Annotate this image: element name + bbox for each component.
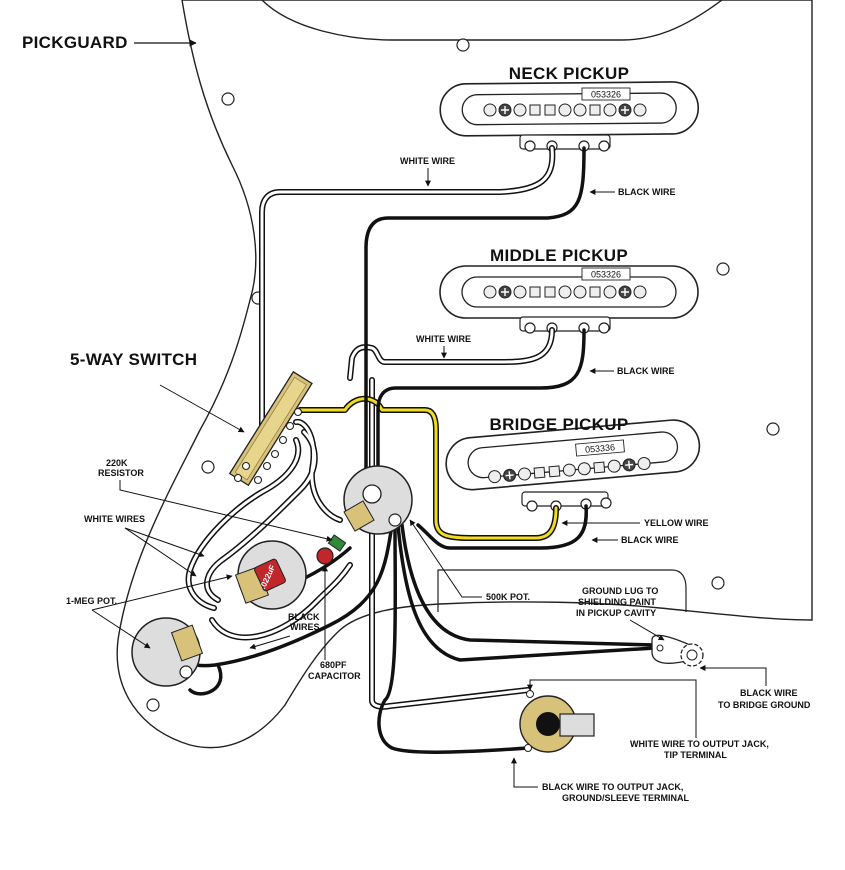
cavity-step — [437, 569, 687, 612]
middle-pickup-title: MIDDLE PICKUP — [490, 246, 628, 265]
black-wires-label-2: WIRES — [290, 622, 320, 632]
bridge-yellow-wire-label: YELLOW WIRE — [644, 518, 709, 528]
middle-pickup-code: 053326 — [591, 270, 621, 280]
neck-pocket — [261, 0, 723, 41]
ground-lug — [651, 634, 704, 667]
pole-piece — [633, 285, 647, 299]
switch-label: 5-WAY SWITCH — [70, 350, 197, 369]
resistor-label-1: 220K — [106, 458, 128, 468]
sleeve-label-2: GROUND/SLEEVE TERMINAL — [562, 793, 690, 803]
capacitor-680pf — [316, 547, 334, 565]
neck-pickup-title: NECK PICKUP — [509, 64, 629, 83]
pole-cross — [505, 471, 514, 480]
pot-500k-label: 500K POT. — [486, 592, 530, 602]
pole-piece — [603, 103, 617, 117]
pole-piece — [529, 104, 541, 116]
resistor-label-2: RESISTOR — [98, 468, 144, 478]
pole-piece — [607, 459, 621, 473]
pole-cross — [625, 460, 634, 469]
tip-label-1: WHITE WIRE TO OUTPUT JACK, — [630, 739, 769, 749]
pole-piece — [544, 286, 556, 298]
pole-cross — [621, 288, 629, 296]
ground-lug-label-1: GROUND LUG TO — [582, 586, 658, 596]
pickup-code-boxes: 053326 053326 053336 — [575, 87, 631, 457]
tone-pot-1: .022uF — [234, 540, 307, 610]
bridge-pickup-title: BRIDGE PICKUP — [490, 415, 629, 434]
pole-piece — [518, 467, 532, 481]
neck-white-wire-label: WHITE WIRE — [400, 156, 455, 166]
five-way-switch — [228, 370, 313, 487]
capacitor-label-2: CAPACITOR — [308, 671, 361, 681]
pole-piece — [573, 103, 587, 117]
pole-piece — [548, 465, 561, 478]
middle-black-wire-label: BLACK WIRE — [617, 366, 675, 376]
tip-label-2: TIP TERMINAL — [664, 750, 727, 760]
pole-piece — [483, 103, 497, 117]
pole-pieces — [483, 103, 651, 484]
pole-piece — [589, 286, 601, 298]
bridge-ground-label-2: TO BRIDGE GROUND — [718, 700, 811, 710]
black-wires-label-1: BLACK — [288, 612, 320, 622]
pickguard-label: PICKGUARD — [22, 33, 128, 52]
pole-row-2 — [488, 457, 651, 484]
wires — [184, 145, 657, 754]
pole-piece — [633, 103, 647, 117]
neck-black-wire-label: BLACK WIRE — [618, 187, 676, 197]
pole-piece — [589, 104, 601, 116]
pole-piece — [558, 285, 572, 299]
pole-piece — [533, 466, 546, 479]
pole-cross — [621, 106, 629, 114]
output-jack — [519, 690, 595, 753]
pole-piece — [488, 470, 502, 484]
volume-pot-500k — [343, 465, 413, 535]
pole-piece — [573, 285, 587, 299]
ground-lug-label-3: IN PICKUP CAVITY — [576, 608, 656, 618]
pole-row-0 — [483, 103, 647, 117]
pole-row-1 — [483, 285, 647, 299]
pole-piece — [513, 103, 527, 117]
pole-cross — [501, 288, 509, 296]
bridge-ground-label-1: BLACK WIRE — [740, 688, 798, 698]
ground-lug-label-2: SHIELDING PAINT — [578, 597, 656, 607]
pole-piece — [593, 461, 606, 474]
middle-white-wire-label: WHITE WIRE — [416, 334, 471, 344]
pole-piece — [637, 457, 651, 471]
neck-pickup-code: 053326 — [591, 90, 621, 100]
pole-piece — [483, 285, 497, 299]
pole-piece — [603, 285, 617, 299]
sleeve-label-1: BLACK WIRE TO OUTPUT JACK, — [542, 782, 683, 792]
bridge-black-wire-label: BLACK WIRE — [621, 535, 679, 545]
pole-piece — [558, 103, 572, 117]
pole-piece — [577, 462, 591, 476]
capacitor-label-1: 680PF — [320, 660, 347, 670]
screw-holes — [146, 38, 780, 712]
meg-pot-label: 1-MEG POT. — [66, 596, 117, 606]
pole-piece — [513, 285, 527, 299]
pole-piece — [562, 463, 576, 477]
tone-pot-2 — [131, 617, 204, 687]
pole-piece — [544, 104, 556, 116]
bridge-pickup-code: 053336 — [585, 442, 616, 455]
pole-piece — [529, 286, 541, 298]
pole-cross — [501, 106, 509, 114]
white-wires-label: WHITE WIRES — [84, 514, 145, 524]
